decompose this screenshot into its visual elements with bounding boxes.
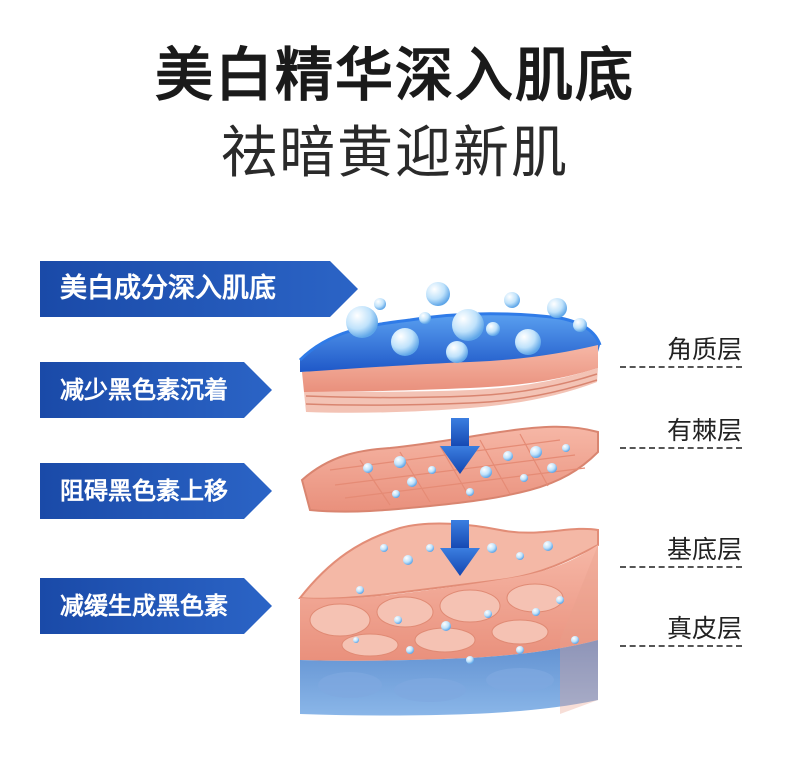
layer-label-spinous: 有棘层 bbox=[666, 416, 742, 445]
layer-rule-stratum-corneum bbox=[620, 366, 742, 368]
page-title: 美白精华深入肌底 bbox=[154, 41, 635, 109]
essence-bubbles-large bbox=[346, 282, 587, 363]
benefit-banner-penetrate: 美白成分深入肌底 bbox=[40, 261, 358, 317]
stratum-corneum-layer bbox=[298, 312, 602, 413]
benefit-banner-block-rise: 阻碍黑色素上移 bbox=[40, 463, 272, 519]
layer-rule-basal bbox=[620, 566, 742, 568]
layer-rule-spinous bbox=[620, 447, 742, 449]
benefit-banner-reduce-deposit: 减少黑色素沉着 bbox=[40, 362, 272, 418]
benefit-banner-slow-generation: 减缓生成黑色素 bbox=[40, 578, 272, 634]
essence-bubbles-small bbox=[353, 444, 579, 664]
layer-rule-dermis bbox=[620, 645, 742, 647]
penetration-arrow-lower bbox=[440, 520, 480, 576]
spinous-layer bbox=[300, 425, 599, 513]
basal-dermis-block bbox=[298, 522, 599, 716]
layer-label-dermis: 真皮层 bbox=[666, 614, 742, 643]
page-subtitle: 祛暗黄迎新肌 bbox=[221, 121, 569, 186]
penetration-arrow-upper bbox=[440, 418, 480, 474]
layer-label-basal: 基底层 bbox=[666, 535, 742, 564]
layer-label-stratum-corneum: 角质层 bbox=[666, 335, 742, 364]
